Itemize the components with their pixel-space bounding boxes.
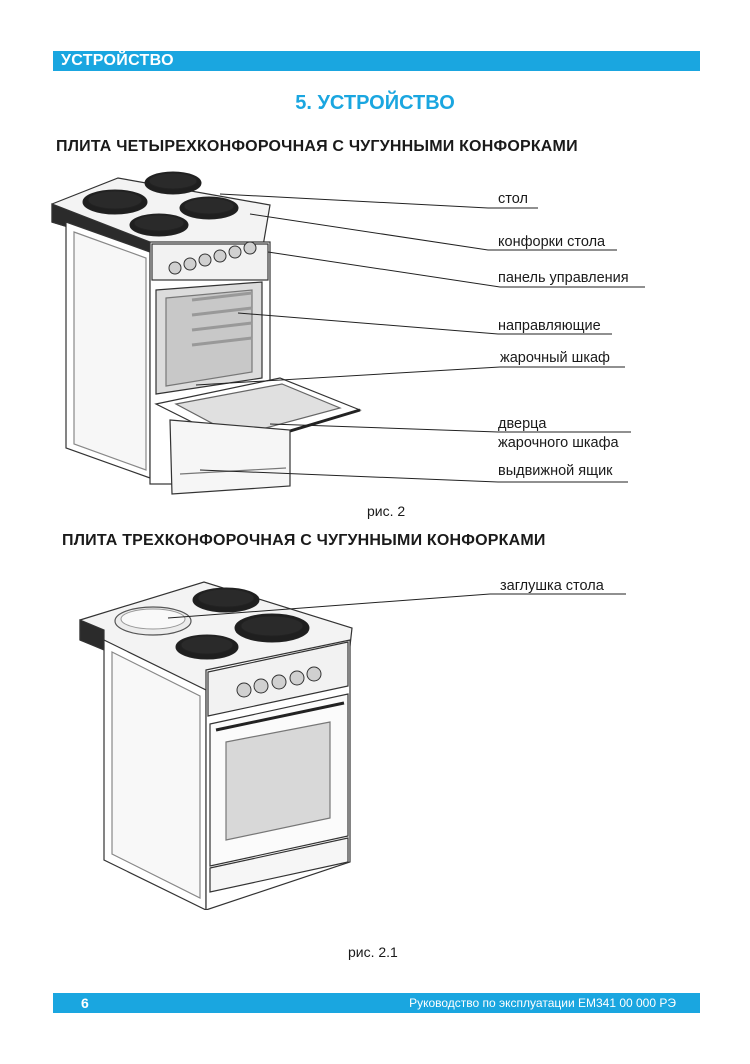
- figure2-caption: рис. 2.1: [348, 944, 398, 960]
- label-table: стол: [498, 191, 528, 207]
- figure1-title: ПЛИТА ЧЕТЫРЕХКОНФОРОЧНАЯ С ЧУГУННЫМИ КОН…: [56, 138, 578, 155]
- section-header-bar: УСТРОЙСТВО: [53, 51, 700, 71]
- label-control-panel: панель управления: [498, 270, 629, 286]
- figure2-stove-illustration: заглушка стола: [79, 578, 626, 910]
- label-door-line2: жарочного шкафа: [498, 435, 620, 451]
- page-number: 6: [81, 995, 89, 1011]
- figure1-caption: рис. 2: [367, 503, 406, 519]
- document-title: Руководство по эксплуатации ЕМ341 00 000…: [409, 996, 676, 1010]
- label-door-line1: дверца: [498, 416, 547, 432]
- label-guides: направляющие: [498, 318, 601, 334]
- label-drawer: выдвижной ящик: [498, 463, 613, 479]
- section-header-text: УСТРОЙСТВО: [61, 52, 174, 69]
- section-title: 5. УСТРОЙСТВО: [295, 92, 455, 114]
- label-cap: заглушка стола: [500, 578, 605, 594]
- figure2-title: ПЛИТА ТРЕХКОНФОРОЧНАЯ С ЧУГУННЫМИ КОНФОР…: [62, 532, 546, 549]
- figure1-stove-illustration: стол конфорки стола панель управления на…: [51, 171, 645, 495]
- footer-bar: 6 Руководство по эксплуатации ЕМ341 00 0…: [53, 993, 700, 1013]
- label-oven: жарочный шкаф: [500, 350, 610, 366]
- label-burners: конфорки стола: [498, 234, 606, 250]
